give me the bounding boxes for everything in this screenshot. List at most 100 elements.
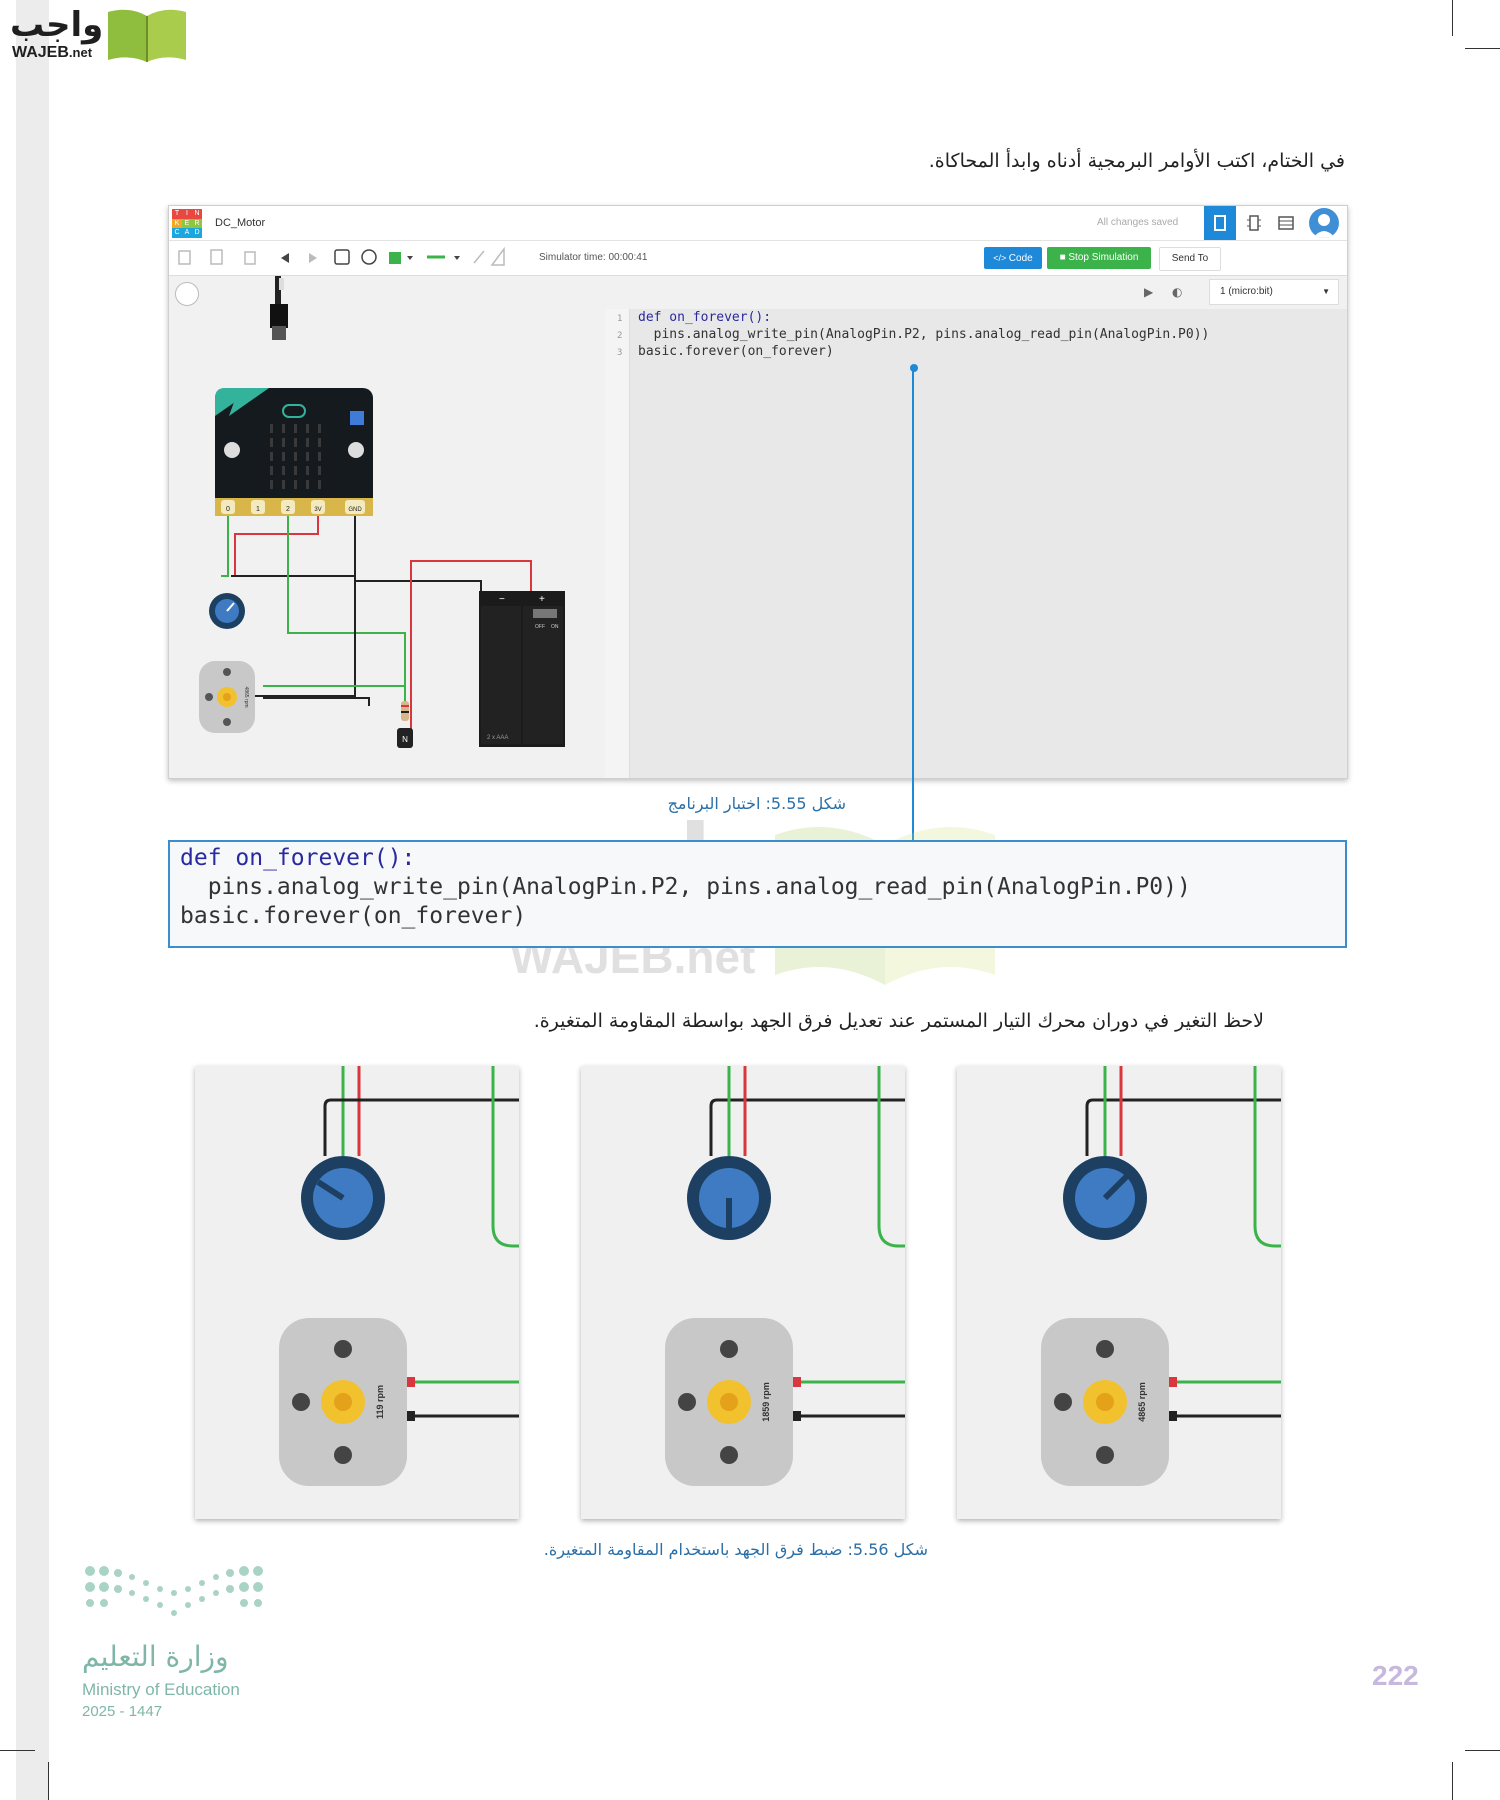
device-select-value: 1 (micro:bit) [1220, 286, 1273, 297]
usb-cable [275, 276, 281, 306]
fit-view-icon[interactable] [175, 282, 199, 306]
pin-label: 2 [286, 506, 290, 513]
circuit-canvas[interactable]: 0 1 2 3V GND 4865 rpm [169, 276, 605, 778]
device-select[interactable]: 1 (micro:bit) ▼ [1209, 279, 1339, 305]
resistor-band [401, 705, 409, 707]
crop-mark [1452, 0, 1453, 36]
notes-icon [334, 249, 350, 265]
crop-mark [1465, 48, 1500, 49]
battery-cell [481, 606, 521, 744]
motor-screw [223, 718, 231, 726]
delete-icon [244, 251, 256, 265]
logo-letter: N [192, 209, 202, 219]
chevron-down-icon [454, 256, 460, 260]
code-button-label: Code [1008, 253, 1033, 264]
chevron-down-icon: ▼ [1322, 287, 1330, 296]
microbit-stripe [229, 388, 269, 416]
logo-suffix: .net [68, 45, 93, 60]
line-number: 1 [617, 314, 623, 324]
save-status: All changes saved [1097, 217, 1179, 228]
step-icon[interactable]: ▶ [1144, 285, 1154, 299]
code-icon: </> [993, 253, 1009, 263]
logo-latin-text: WAJEB.net [12, 44, 92, 62]
panel-illustration: 4865 rpm [1041, 1066, 1281, 1486]
motor-rpm-label: 4865 rpm [243, 686, 249, 707]
chip-icon [1214, 215, 1226, 231]
simulator-time: Simulator time: 00:00:41 [539, 252, 648, 263]
redo-icon [309, 253, 317, 263]
panel-rpm-label: 1859 rpm [761, 1382, 771, 1422]
component-list-button[interactable] [1271, 206, 1301, 240]
crop-mark [1465, 1750, 1500, 1751]
logo-arabic-text: واجب [10, 5, 104, 45]
usb-plug [270, 304, 288, 328]
ministry-name-english: Ministry of Education [82, 1680, 240, 1699]
page-number: 222 [1372, 1660, 1419, 1691]
line-number: 2 [617, 331, 623, 341]
edge-pads [221, 500, 365, 514]
usb-connector [272, 326, 286, 340]
undo-icon [281, 253, 289, 263]
battery-plus-label: + [539, 594, 545, 605]
logo-latin: WAJEB [12, 44, 69, 61]
panel-rpm-label: 4865 rpm [1137, 1382, 1147, 1422]
microbit-face-logo [282, 404, 306, 418]
line-number-gutter [605, 309, 630, 778]
page-margin-strip [16, 0, 49, 1800]
transistor-label: N [402, 735, 408, 744]
logo-letter: C [172, 228, 182, 238]
battery-switch [533, 609, 557, 618]
edit-tool-icons [178, 246, 505, 266]
circuit-view-button[interactable] [1204, 206, 1236, 240]
code-line: basic.forever(on_forever) [638, 344, 834, 359]
code-listing-line: pins.analog_write_pin(AnalogPin.P2, pins… [180, 874, 1191, 900]
pin-label: 1 [256, 506, 260, 513]
line-number: 3 [617, 348, 623, 358]
code-button[interactable]: </> Code [984, 247, 1042, 269]
debug-icon[interactable]: ◐ [1172, 285, 1183, 299]
panel-rpm-label: 119 rpm [375, 1385, 385, 1419]
code-editor[interactable] [605, 309, 1347, 778]
battery-type-label: 2 x AAA [487, 735, 508, 741]
resistor-band [401, 711, 409, 713]
logo-letter: R [192, 218, 202, 229]
paste-icon [210, 249, 223, 265]
crop-mark [0, 1750, 35, 1751]
logo-letter: K [172, 218, 182, 229]
wires [221, 516, 532, 731]
switch-off-label: OFF [535, 624, 545, 630]
code-listing-box: def on_forever(): pins.analog_write_pin(… [168, 840, 1347, 948]
observation-note: لاحظ التغير في دوران محرك التيار المستمر… [533, 1010, 1264, 1032]
project-title[interactable]: DC_Motor [215, 217, 266, 229]
figure-556-caption: شكل 5.56: ضبط فرق الجهد باستخدام المقاوم… [543, 1540, 928, 1559]
user-icon [1313, 214, 1335, 238]
crop-mark [48, 1762, 49, 1800]
rotate-icon [473, 250, 485, 264]
potentiometer-panel-high: 4865 rpm [957, 1066, 1281, 1519]
figure-555-caption: شكل 5.55: اختبار البرنامج [667, 794, 846, 813]
code-line: def on_forever(): [638, 310, 772, 325]
battery-cell [523, 606, 563, 744]
copy-icon [178, 250, 191, 265]
stop-simulation-button[interactable]: ■ Stop Simulation [1047, 247, 1151, 269]
logo-letter: E [182, 218, 192, 229]
academic-year: 2025 - 1447 [82, 1703, 163, 1720]
stop-button-label: Stop Simulation [1068, 252, 1139, 263]
led-matrix [270, 424, 321, 489]
color-swatch-icon [389, 252, 401, 264]
flip-icon [490, 246, 505, 266]
pin-label: 3V [314, 507, 321, 513]
potentiometer-panel-low: 119 rpm [195, 1066, 519, 1519]
pin-label: GND [348, 507, 362, 513]
send-to-button[interactable]: Send To [1159, 247, 1221, 271]
transistor [397, 728, 413, 748]
tinkercad-logo: T I N K E R C A D [172, 209, 202, 238]
inspect-icon [361, 249, 377, 265]
code-listing-line: def on_forever(): [180, 845, 416, 871]
crop-mark [1452, 1762, 1453, 1800]
schematic-view-button[interactable] [1239, 206, 1269, 240]
logo-letter: T [172, 209, 182, 219]
button-b [348, 442, 364, 458]
user-avatar[interactable] [1309, 208, 1339, 238]
chevron-down-icon [407, 256, 413, 260]
